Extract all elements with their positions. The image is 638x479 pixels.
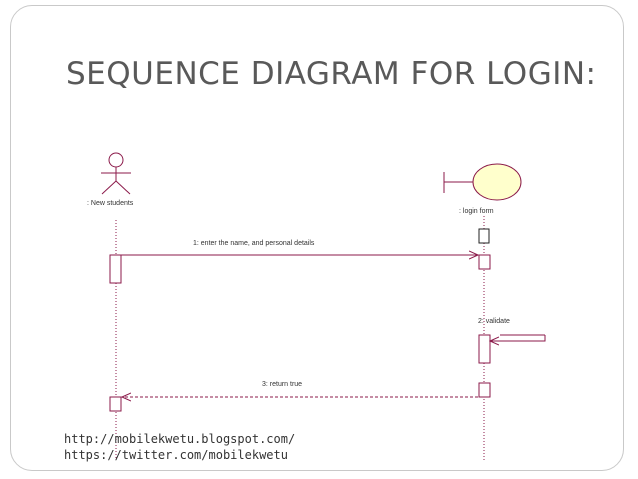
actor-label: : New students — [87, 200, 134, 207]
footer-link-twitter[interactable]: https://twitter.com/mobilekwetu — [64, 448, 288, 462]
activation-box — [478, 254, 491, 270]
message-label: 1: enter the name, and personal details — [193, 240, 315, 247]
activation-box — [109, 254, 122, 284]
message-label: 3: return true — [262, 381, 302, 388]
message-arrow — [490, 335, 546, 341]
boundary-label: : login form — [459, 208, 494, 215]
actor-icon — [101, 152, 131, 195]
activation-box — [478, 334, 491, 364]
boundary-icon — [443, 163, 522, 201]
slide-title: SEQUENCE DIAGRAM FOR LOGIN: — [66, 56, 597, 92]
activation-box — [109, 396, 122, 412]
footer-link-blog[interactable]: http://mobilekwetu.blogspot.com/ — [64, 432, 296, 446]
message-label: 2: validate — [478, 318, 510, 325]
activation-box — [478, 382, 491, 398]
slide-frame — [10, 5, 624, 471]
activation-box — [478, 228, 490, 244]
